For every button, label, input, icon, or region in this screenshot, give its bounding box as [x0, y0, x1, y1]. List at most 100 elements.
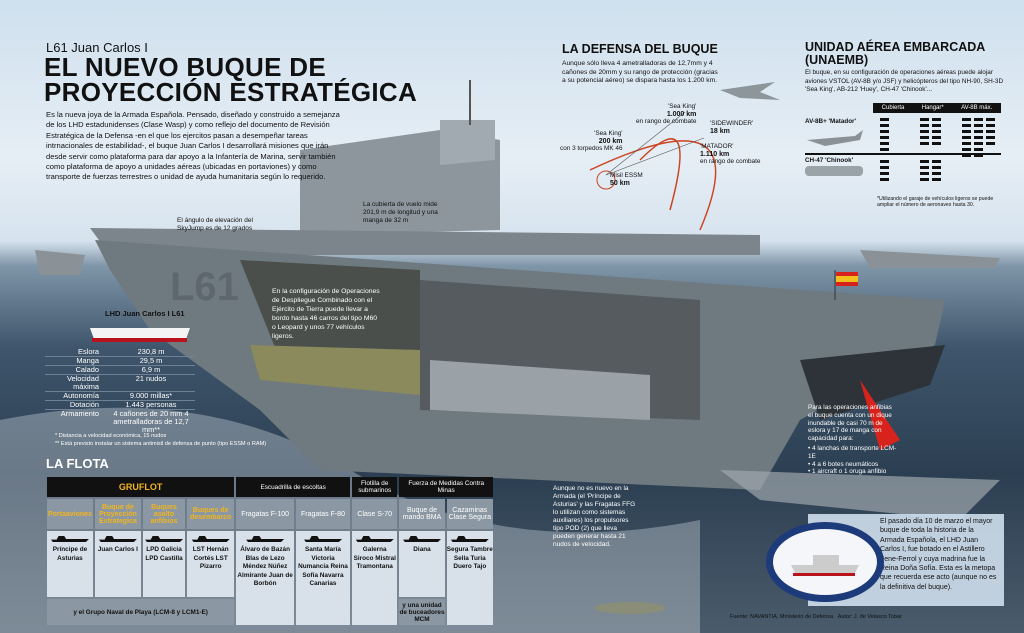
aircraft-unit-icon	[986, 130, 995, 133]
aircraft-unit-icon	[932, 118, 941, 121]
aircraft-unit-icon	[932, 160, 941, 163]
aircraft-unit-icon	[880, 142, 889, 145]
aircraft-unit-icon	[962, 148, 971, 151]
spec-value: 1.443 personas	[125, 400, 177, 409]
range-note: en rango de combate	[636, 118, 697, 125]
aircraft-unit-icon	[962, 130, 971, 133]
aircraft-unit-icon	[974, 148, 983, 151]
aircraft-unit-icon	[880, 178, 889, 181]
aircraft-unit-icon	[932, 136, 941, 139]
defense-text: Aunque sólo lleva 4 ametralladoras de 12…	[562, 60, 718, 85]
aircraft-unit-icon	[920, 118, 929, 121]
title-line-1: EL NUEVO BUQUE DE	[44, 52, 326, 82]
col-header: Cubierta	[881, 105, 905, 111]
aircraft-unit-icon	[880, 136, 889, 139]
dock-arrow	[860, 380, 900, 450]
aircraft-unit-icon	[974, 118, 983, 121]
aircraft-table-header: Cubierta Hangar* AV-8B máx.	[873, 103, 1001, 113]
ship-silhouette-icon	[191, 536, 230, 542]
aircraft-unit-icon	[920, 124, 929, 127]
page-title: EL NUEVO BUQUE DE PROYECCIÓN ESTRATÉGICA	[44, 52, 418, 107]
ship-names: Juan Carlos I	[97, 546, 138, 553]
column-header: Buques de desembarco	[187, 499, 235, 529]
group-header: Escuadrilla de escoltas	[236, 477, 350, 497]
group-header: Fuerza de Medidas Contra Minas	[399, 477, 493, 497]
subtitle: L61 Juan Carlos I	[46, 40, 148, 55]
spec-value: 21 nudos	[135, 374, 167, 383]
spec-value: 6,9 m	[141, 365, 161, 374]
harrier-icon	[807, 130, 863, 146]
aircraft-unit-icon	[920, 160, 929, 163]
fleet-cell: Galerna Siroco Mistral Tramontana	[352, 531, 398, 625]
aircraft-count-icons	[880, 118, 995, 181]
fleet-cell: Juan Carlos I	[94, 531, 141, 597]
spec-key: Dotación	[69, 400, 99, 409]
group-header: Flotilla de submarinos	[352, 477, 398, 497]
spec-key: Calado	[75, 365, 99, 374]
column-header: Buques asalto anfibios	[142, 499, 186, 529]
spec-key: Manga	[76, 356, 99, 365]
aircraft-unit-icon	[962, 142, 971, 145]
dock-item: 1 aircraft o 1 oruga anfibio	[808, 468, 898, 476]
fleet-cell: Príncipe de Asturias	[47, 531, 93, 597]
fleet-table: GRUFLOT Escuadrilla de escoltas Flotilla…	[45, 475, 495, 627]
range-distance: 18 km	[710, 127, 730, 135]
fleet-cell: Diana	[399, 531, 445, 597]
author: Autor: J. de Velasco Tobar	[837, 614, 902, 620]
landing-boat	[594, 602, 666, 614]
hull-number: L61	[170, 265, 239, 309]
range-label: 'SIDEWINDER'18 km	[710, 120, 753, 135]
ship-names: Santa María Victoria Numancia Reina Sofí…	[298, 546, 348, 587]
spec-note: ** Está previsto instalar un sistema ant…	[55, 441, 267, 447]
aircraft-unit-icon	[986, 136, 995, 139]
fleet-cell: Santa María Victoria Numancia Reina Sofí…	[295, 531, 350, 625]
aircraft-unit-icon	[880, 118, 889, 121]
ship-names: LPD Galicia LPD Castilla	[145, 546, 183, 562]
column-header: Buque de mando BMA	[399, 499, 445, 529]
aircraft-unit-icon	[962, 118, 971, 121]
ship-silhouette-icon	[246, 536, 285, 542]
seal-ship-icon	[791, 555, 859, 576]
air-title: UNIDAD AÉREA EMBARCADA	[805, 40, 986, 54]
ship-silhouette-icon	[403, 536, 441, 542]
fleet-cell: Segura Tambre Sella Turia Duero Tajo	[446, 531, 493, 625]
aircraft-unit-icon	[974, 124, 983, 127]
ship-names: LST Hernán Cortés LST Pizarro	[192, 546, 229, 570]
range-note: en rango de combate	[700, 158, 761, 165]
aircraft-unit-icon	[920, 166, 929, 169]
pod-note: Aunque no es nuevo en la Armada (el 'Prí…	[553, 485, 636, 548]
aircraft-unit-icon	[986, 142, 995, 145]
column-header: Fragatas F-100	[236, 499, 294, 529]
range-distance: 50 km	[610, 179, 630, 187]
air-subtitle: (UNAEMB)	[805, 53, 869, 67]
spec-value: 29,5 m	[139, 356, 163, 365]
aircraft-unit-icon	[920, 136, 929, 139]
spec-key: Velocidad máxima	[66, 374, 99, 391]
gruflot-footer: y el Grupo Naval de Playa (LCM-8 y LCM1-…	[47, 599, 235, 625]
spec-notes: * Distancia a velocidad económica, 15 nu…	[55, 432, 266, 448]
minehunter-icon	[450, 536, 489, 542]
aircraft-unit-icon	[880, 160, 889, 163]
range-name: 'SIDEWINDER'	[710, 120, 754, 127]
aircraft-unit-icon	[920, 178, 929, 181]
aircraft-illustrations	[805, 130, 863, 176]
footer: Fuente: NAVANTIA, Ministerio de Defensa …	[730, 614, 902, 620]
dock-item: 4 a 6 botes neumáticos	[808, 461, 898, 469]
aircraft-unit-icon	[932, 142, 941, 145]
aircraft-unit-icon	[932, 166, 941, 169]
title-line-2: PROYECCIÓN ESTRATÉGICA	[44, 77, 418, 107]
launch-seal	[766, 522, 884, 602]
aircraft-unit-icon	[880, 172, 889, 175]
range-name: 'Sea King'	[668, 103, 697, 110]
aircraft-unit-icon	[974, 142, 983, 145]
specs-title: LHD Juan Carlos I L61	[105, 309, 185, 318]
mcm-footer: y una unidad de buceadores MCM	[399, 599, 445, 625]
range-note: con 3 torpedos MK 46	[560, 145, 623, 152]
escort-ship	[35, 250, 85, 275]
